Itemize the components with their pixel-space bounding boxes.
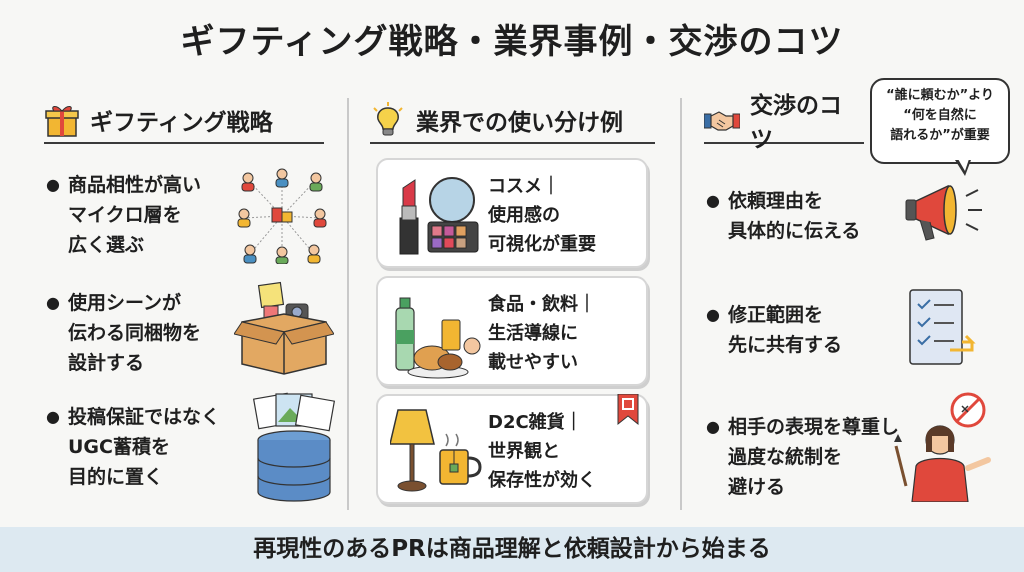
- food-drink-icon: [395, 297, 481, 379]
- column-heading: ギフティング戦略: [44, 98, 324, 144]
- list-item: ●依頼理由を 具体的に伝える: [706, 190, 861, 242]
- checklist-icon: [909, 289, 976, 365]
- list-item: ●修正範囲を 先に共有する: [706, 304, 843, 356]
- list-item: ●使用シーンが 伝わる同梱物を 設計する: [46, 292, 202, 374]
- industry-card-cosmetics: コスメ｜ 使用感の 可視化が重要: [376, 158, 648, 268]
- industry-card-d2c: D2C雑貨｜ 世界観と 保存性が効く: [376, 394, 648, 504]
- column-divider: [347, 98, 349, 510]
- column-heading: 交渉のコツ: [704, 93, 864, 153]
- column-heading: 業界での使い分け例: [370, 98, 655, 144]
- handshake-icon: [704, 111, 740, 131]
- footer-banner: 再現性のあるPRは商品理解と依頼設計から始まる: [0, 527, 1024, 572]
- column-gifting-strategy: ギフティング戦略 ●商品相性が高い マイクロ層を 広く選ぶ ●使用シーンが 伝わ…: [34, 92, 336, 512]
- speech-bubble: “誰に頼むか”より “何を自然に 語れるか”が重要: [870, 78, 1010, 164]
- speech-bubble-tail: [958, 159, 969, 171]
- artist-person-icon: [894, 392, 991, 502]
- column-negotiation-tips: 交渉のコツ ●依頼理由を 具体的に伝える ●修正範囲を 先に共有する ●相手の表…: [694, 92, 1004, 512]
- list-item: ●相手の表現を尊重し 過度な統制を 避ける: [706, 416, 900, 498]
- column-divider: [680, 98, 682, 510]
- lightbulb-icon: [373, 102, 403, 136]
- gift-icon: [45, 106, 79, 137]
- list-item: ●商品相性が高い マイクロ層を 広く選ぶ: [46, 174, 202, 256]
- photo-database-icon: [252, 392, 336, 502]
- cosmetics-icon: [399, 177, 479, 255]
- list-item: ●投稿保証ではなく UGC蓄積を 目的に置く: [46, 406, 221, 488]
- page-title: ギフティング戦略・業界事例・交渉のコツ: [180, 22, 844, 62]
- people-network-icon: [237, 168, 327, 264]
- package-icon: [234, 281, 334, 375]
- column-industry-examples: 業界での使い分け例 コスメ｜ 使用感の 可視化が重要: [360, 92, 665, 512]
- lamp-mug-icon: [390, 409, 482, 492]
- industry-card-food: 食品・飲料｜ 生活導線に 載せやすい: [376, 276, 648, 386]
- megaphone-icon: [905, 184, 982, 241]
- bookmark-icon: [617, 394, 639, 426]
